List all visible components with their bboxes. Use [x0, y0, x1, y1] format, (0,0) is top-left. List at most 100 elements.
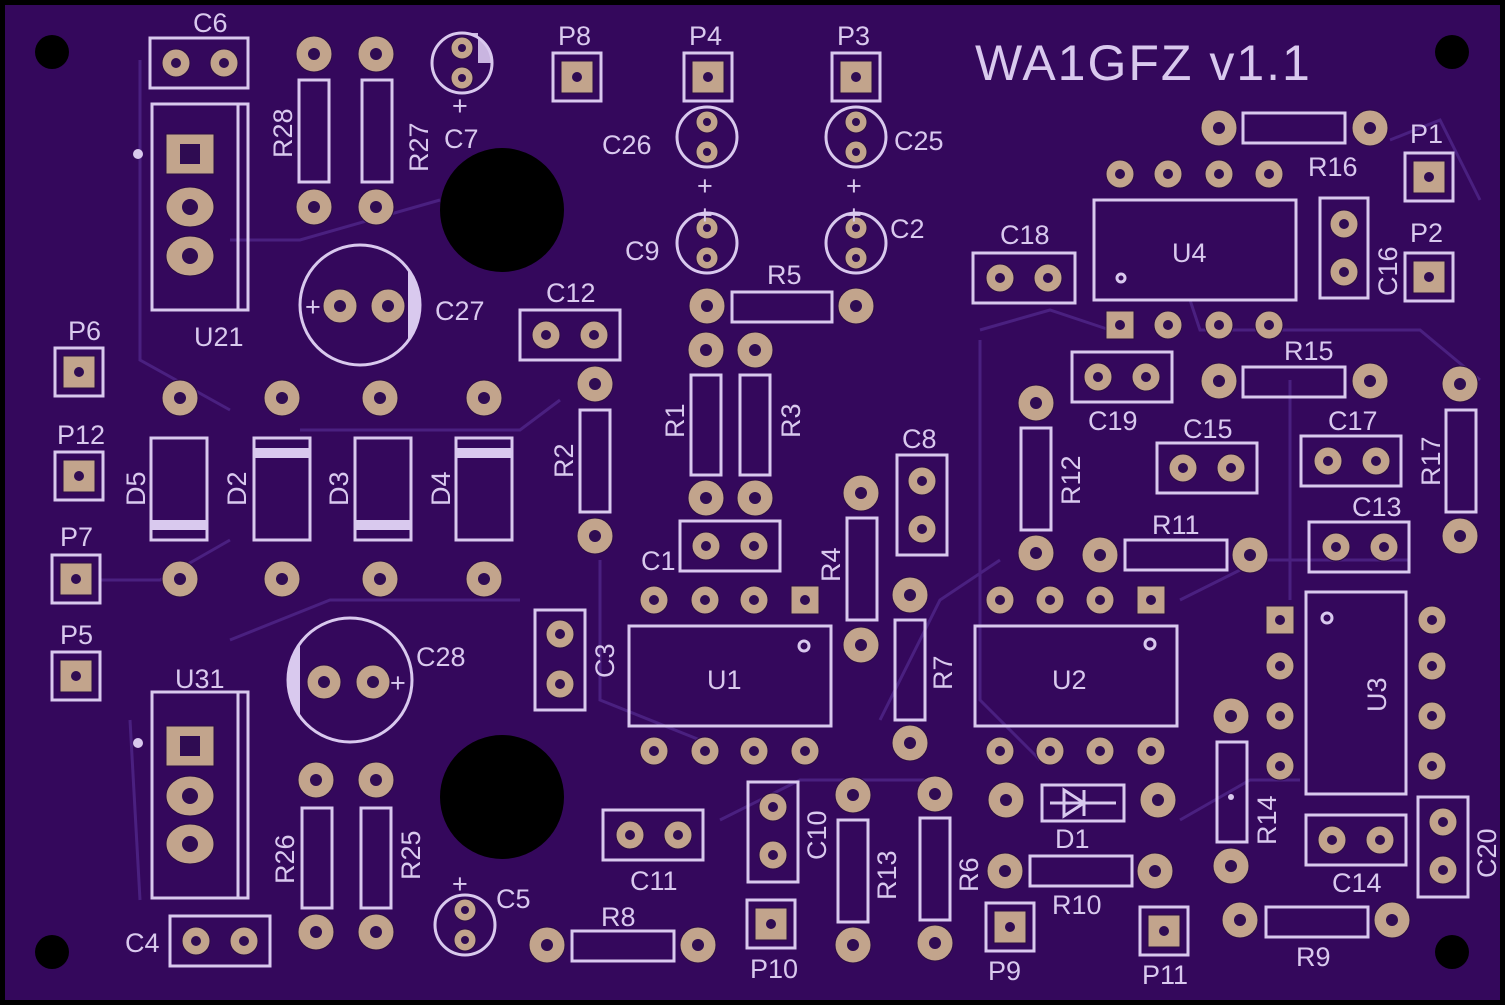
silkscreen-label-r17: R17	[1416, 436, 1446, 486]
silkscreen-label-p11: P11	[1142, 960, 1188, 990]
capacitor-c14: C14	[1304, 813, 1408, 898]
silkscreen-label-c28: C28	[416, 642, 466, 672]
silkscreen-label-c19: C19	[1088, 406, 1138, 436]
resistor-r6: R6	[916, 775, 984, 962]
pad-p1: P1	[1403, 119, 1455, 203]
capacitor-c2: + C2	[824, 200, 925, 275]
ic-u3: U3	[1265, 590, 1447, 796]
silkscreen-label-p10: P10	[750, 954, 798, 984]
regulator-u31: U31	[133, 664, 250, 900]
silkscreen-label-c26: C26	[602, 130, 652, 160]
silkscreen-label-p12: P12	[57, 420, 105, 450]
svg-text:+: +	[305, 292, 321, 322]
silkscreen-label-c3: C3	[590, 643, 620, 678]
capacitor-c27: + C27	[298, 243, 485, 367]
silkscreen-label-p8: P8	[558, 21, 591, 51]
silkscreen-label-u31: U31	[175, 664, 225, 694]
silkscreen-label-r26: R26	[270, 834, 300, 884]
silkscreen-label-r15: R15	[1284, 336, 1334, 366]
silkscreen-label-r10: R10	[1052, 890, 1102, 920]
svg-text:+: +	[846, 171, 862, 201]
silkscreen-label-r16: R16	[1308, 152, 1358, 182]
capacitor-c10: C10	[746, 780, 832, 884]
silkscreen-label-u21: U21	[194, 322, 244, 352]
capacitor-c5: + C5	[433, 869, 531, 957]
resistor-r11: R11	[1081, 510, 1269, 574]
silkscreen-label-c14: C14	[1332, 868, 1382, 898]
silkscreen-label-c7: C7	[444, 124, 479, 154]
capacitor-c9: + C9	[625, 200, 739, 275]
silkscreen-label-r3: R3	[776, 403, 806, 438]
silkscreen-label-u2: U2	[1052, 665, 1087, 695]
capacitor-c20: C20	[1416, 795, 1502, 899]
capacitor-c3: C3	[533, 608, 620, 712]
silkscreen-label-p5: P5	[60, 620, 93, 650]
silkscreen-label-c18: C18	[1000, 220, 1050, 250]
silkscreen-label-r14: R14	[1252, 795, 1282, 845]
resistor-r15: R15	[1200, 336, 1389, 400]
resistor-r28: R28	[268, 35, 333, 226]
silkscreen-label-p6: P6	[68, 316, 101, 346]
regulator-u21: U21	[133, 102, 250, 352]
pad-p3: P3	[830, 21, 882, 103]
silkscreen-label-r13: R13	[872, 850, 902, 900]
board-title: WA1GFZ v1.1	[975, 35, 1312, 91]
mounting-holes	[35, 35, 1469, 969]
silkscreen-label-c9: C9	[625, 236, 660, 266]
silkscreen-label-c12: C12	[546, 278, 596, 308]
silkscreen-label-d1: D1	[1055, 824, 1090, 854]
silkscreen-label-r6: R6	[954, 857, 984, 892]
resistor-r25: R25	[357, 761, 426, 951]
capacitor-c16: C16	[1318, 196, 1403, 300]
silkscreen-label-u1: U1	[707, 665, 742, 695]
silkscreen-label-c13: C13	[1352, 492, 1402, 522]
resistor-r12: R12	[1017, 384, 1086, 572]
resistor-r1: R1	[660, 331, 725, 517]
silkscreen-label-r11: R11	[1152, 510, 1200, 540]
capacitor-c6: C6	[148, 8, 250, 90]
silkscreen-label-u4: U4	[1172, 238, 1207, 268]
resistor-r14: R14	[1212, 697, 1282, 885]
silkscreen-label-r28: R28	[268, 108, 298, 158]
pad-p8: P8	[551, 21, 603, 103]
diode-d1: D1	[987, 781, 1177, 854]
capacitor-c12: C12	[518, 278, 622, 362]
capacitor-c8: C8	[895, 424, 949, 557]
silkscreen-label-c10: C10	[802, 810, 832, 860]
silkscreen-label-r12: R12	[1056, 455, 1086, 505]
silkscreen-label-r8: R8	[601, 902, 636, 932]
resistor-r13: R13	[834, 776, 902, 964]
pad-p11: P11	[1138, 905, 1190, 990]
ic-u4: U4	[1092, 159, 1298, 340]
resistor-r7: R7	[891, 576, 958, 762]
silkscreen-label-d2: D2	[222, 471, 252, 506]
ic-u2: U2	[973, 585, 1179, 766]
silkscreen-label-c2: C2	[890, 214, 925, 244]
pad-p6: P6	[53, 316, 105, 398]
silkscreen-label-p2: P2	[1410, 218, 1443, 248]
resistor-r4: R4	[816, 474, 880, 664]
silkscreen-label-d5: D5	[121, 471, 151, 506]
silkscreen-label-d4: D4	[426, 471, 456, 506]
resistor-r3: R3	[736, 331, 806, 517]
svg-text:+: +	[697, 200, 713, 230]
silkscreen-label-r27: R27	[404, 122, 434, 172]
silkscreen-label-r2: R2	[549, 443, 579, 478]
capacitor-c18: C18	[971, 220, 1077, 305]
resistor-r16: R16	[1200, 109, 1389, 182]
silkscreen-label-c11: C11	[630, 866, 678, 896]
diode-d4: D4	[426, 379, 514, 598]
svg-text:+: +	[452, 869, 468, 899]
silkscreen-label-p7: P7	[60, 522, 93, 552]
resistor-r9: R9	[1221, 901, 1411, 972]
capacitor-c15: C15	[1155, 414, 1259, 495]
capacitor-c26: + C26	[602, 105, 739, 201]
capacitor-c25: + C25	[824, 105, 944, 201]
resistor-r2: R2	[549, 365, 614, 555]
pad-p10: P10	[745, 898, 798, 984]
silkscreen-label-r4: R4	[816, 547, 846, 582]
resistor-r17: R17	[1416, 365, 1479, 555]
resistor-r8: R8	[528, 902, 717, 964]
svg-text:+: +	[846, 200, 862, 230]
diode-d5: D5	[121, 379, 209, 598]
